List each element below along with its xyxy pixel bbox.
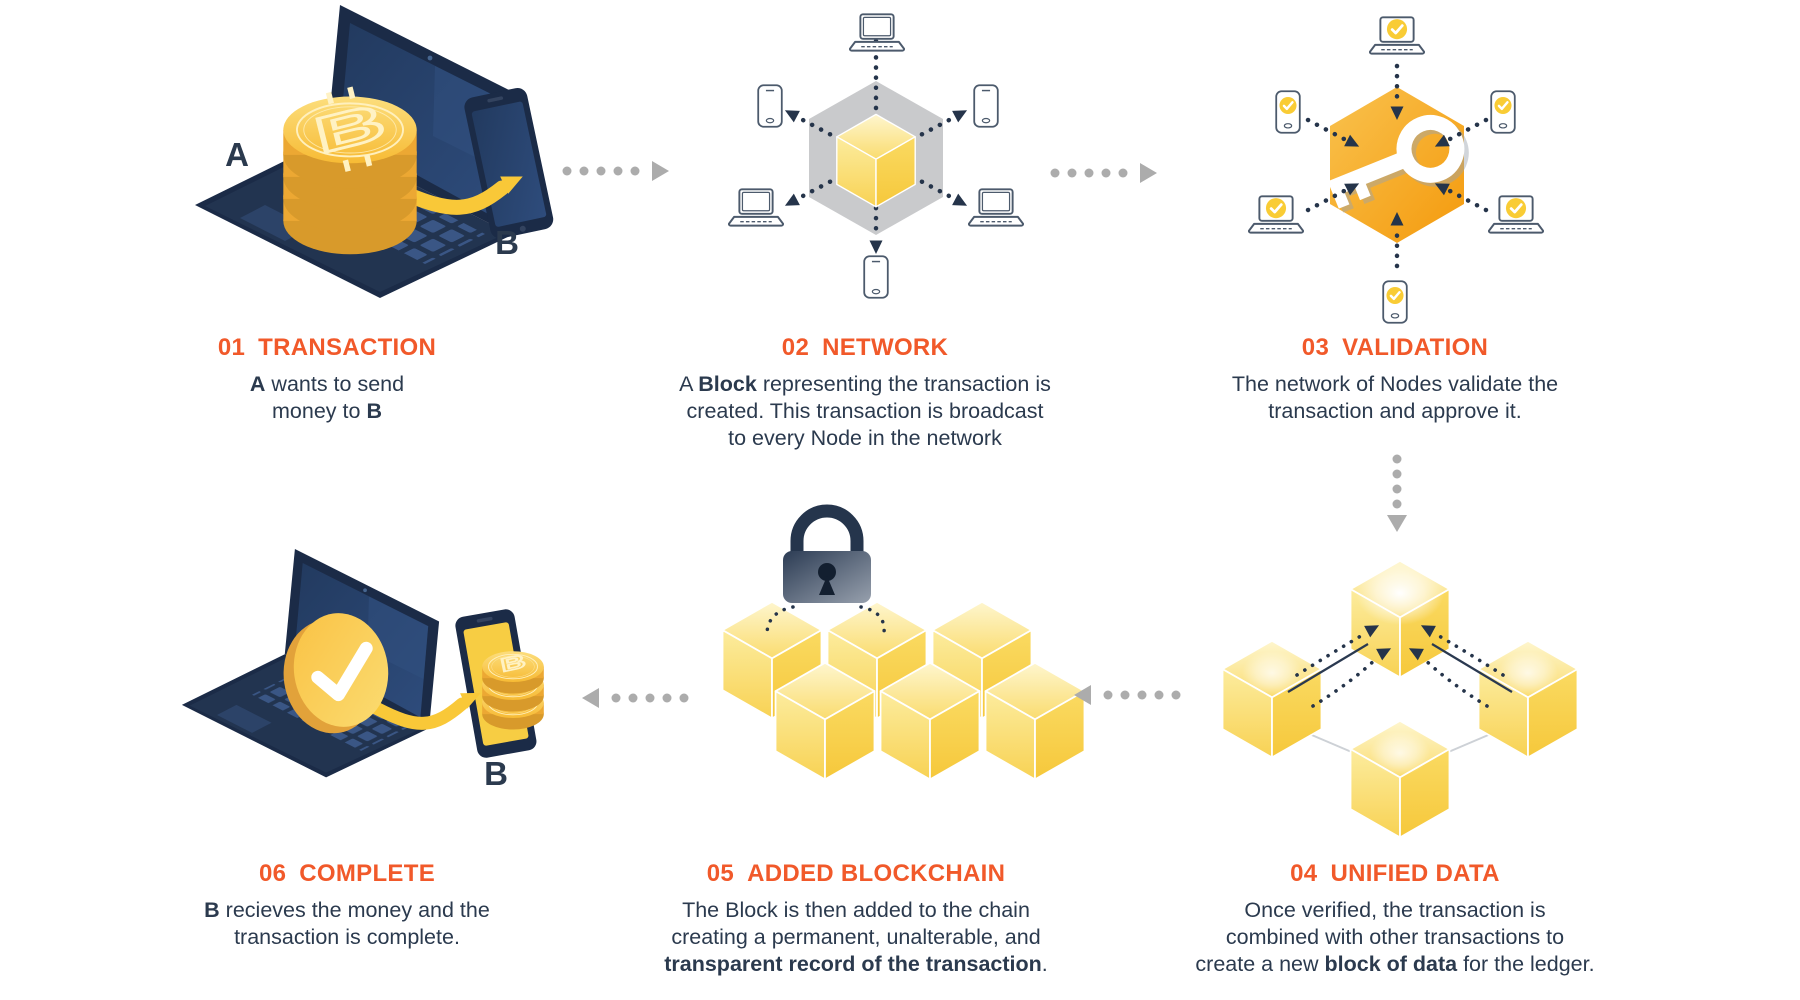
transaction-illustration: B A B bbox=[195, 5, 556, 298]
smartphone-icon bbox=[757, 84, 783, 128]
step-05-description: The Block is then added to the chain cre… bbox=[664, 898, 1048, 976]
step-04-description: Once verified, the transaction is combin… bbox=[1195, 898, 1595, 976]
laptop-check-icon bbox=[1369, 16, 1425, 56]
lock-dotted-links bbox=[765, 605, 886, 635]
validation-illustration bbox=[1248, 16, 1544, 324]
smartphone-check-icon bbox=[1275, 90, 1301, 134]
blockchain-illustration bbox=[721, 504, 1086, 781]
flow-arrow-2-3 bbox=[1050, 163, 1157, 183]
laptop-icon bbox=[849, 13, 905, 52]
step-03-description: The network of Nodes validate the transa… bbox=[1231, 372, 1559, 423]
receiver-label: B bbox=[495, 224, 519, 261]
transfer-arrow-icon bbox=[369, 697, 469, 730]
smartphone-icon bbox=[863, 255, 889, 299]
network-illustration bbox=[728, 13, 1024, 299]
step-06-description: B recieves the money and the transaction… bbox=[204, 898, 490, 949]
padlock-icon bbox=[783, 504, 871, 603]
bitcoin-coin-stack-icon: B bbox=[282, 86, 418, 255]
step-01-description: A wants to send money to B bbox=[249, 372, 405, 423]
merge-arrows bbox=[1287, 619, 1513, 708]
laptop-icon bbox=[968, 188, 1024, 227]
smartphone-icon bbox=[973, 84, 999, 128]
check-coin-icon bbox=[283, 613, 389, 734]
smartphone-check-icon bbox=[1490, 90, 1516, 134]
flow-arrow-1-2 bbox=[562, 161, 669, 181]
complete-illustration: B B bbox=[181, 548, 545, 792]
validate-dotted-lines bbox=[1305, 63, 1489, 269]
laptop-check-icon bbox=[1488, 195, 1544, 235]
broadcast-dotted-lines bbox=[798, 53, 954, 240]
laptop-icon bbox=[728, 188, 784, 227]
bitcoin-coin-stack-icon: B bbox=[481, 649, 545, 730]
unified-data-illustration bbox=[1221, 559, 1579, 839]
flow-arrow-5-6 bbox=[582, 688, 689, 708]
receiver-label: B bbox=[484, 755, 508, 792]
smartphone-check-icon bbox=[1382, 280, 1408, 324]
sender-label: A bbox=[225, 136, 249, 173]
flow-arrow-3-4 bbox=[1387, 454, 1407, 532]
step-02-description: A Block representing the transaction is … bbox=[679, 372, 1051, 450]
laptop-check-icon bbox=[1248, 195, 1304, 235]
flow-arrow-4-5 bbox=[1074, 685, 1181, 705]
transfer-arrow-icon bbox=[394, 180, 510, 215]
